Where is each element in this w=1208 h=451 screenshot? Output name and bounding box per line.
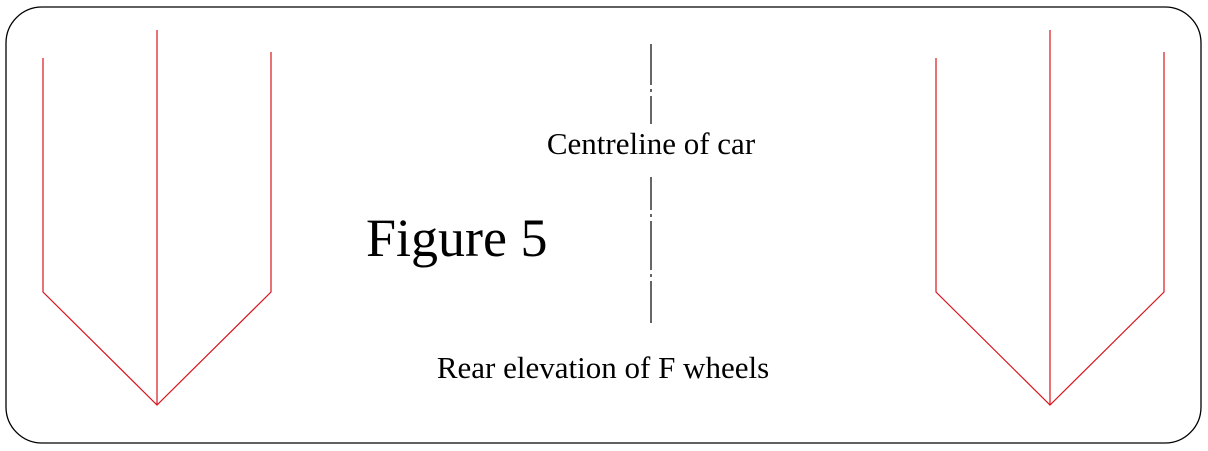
caption: Rear elevation of F wheels bbox=[437, 350, 769, 385]
left-wheel bbox=[42, 30, 272, 406]
figure-label: Figure 5 bbox=[366, 208, 548, 268]
centreline-label: Centreline of car bbox=[547, 126, 756, 161]
drawing-frame bbox=[5, 6, 1202, 444]
right-wheel bbox=[935, 30, 1165, 406]
